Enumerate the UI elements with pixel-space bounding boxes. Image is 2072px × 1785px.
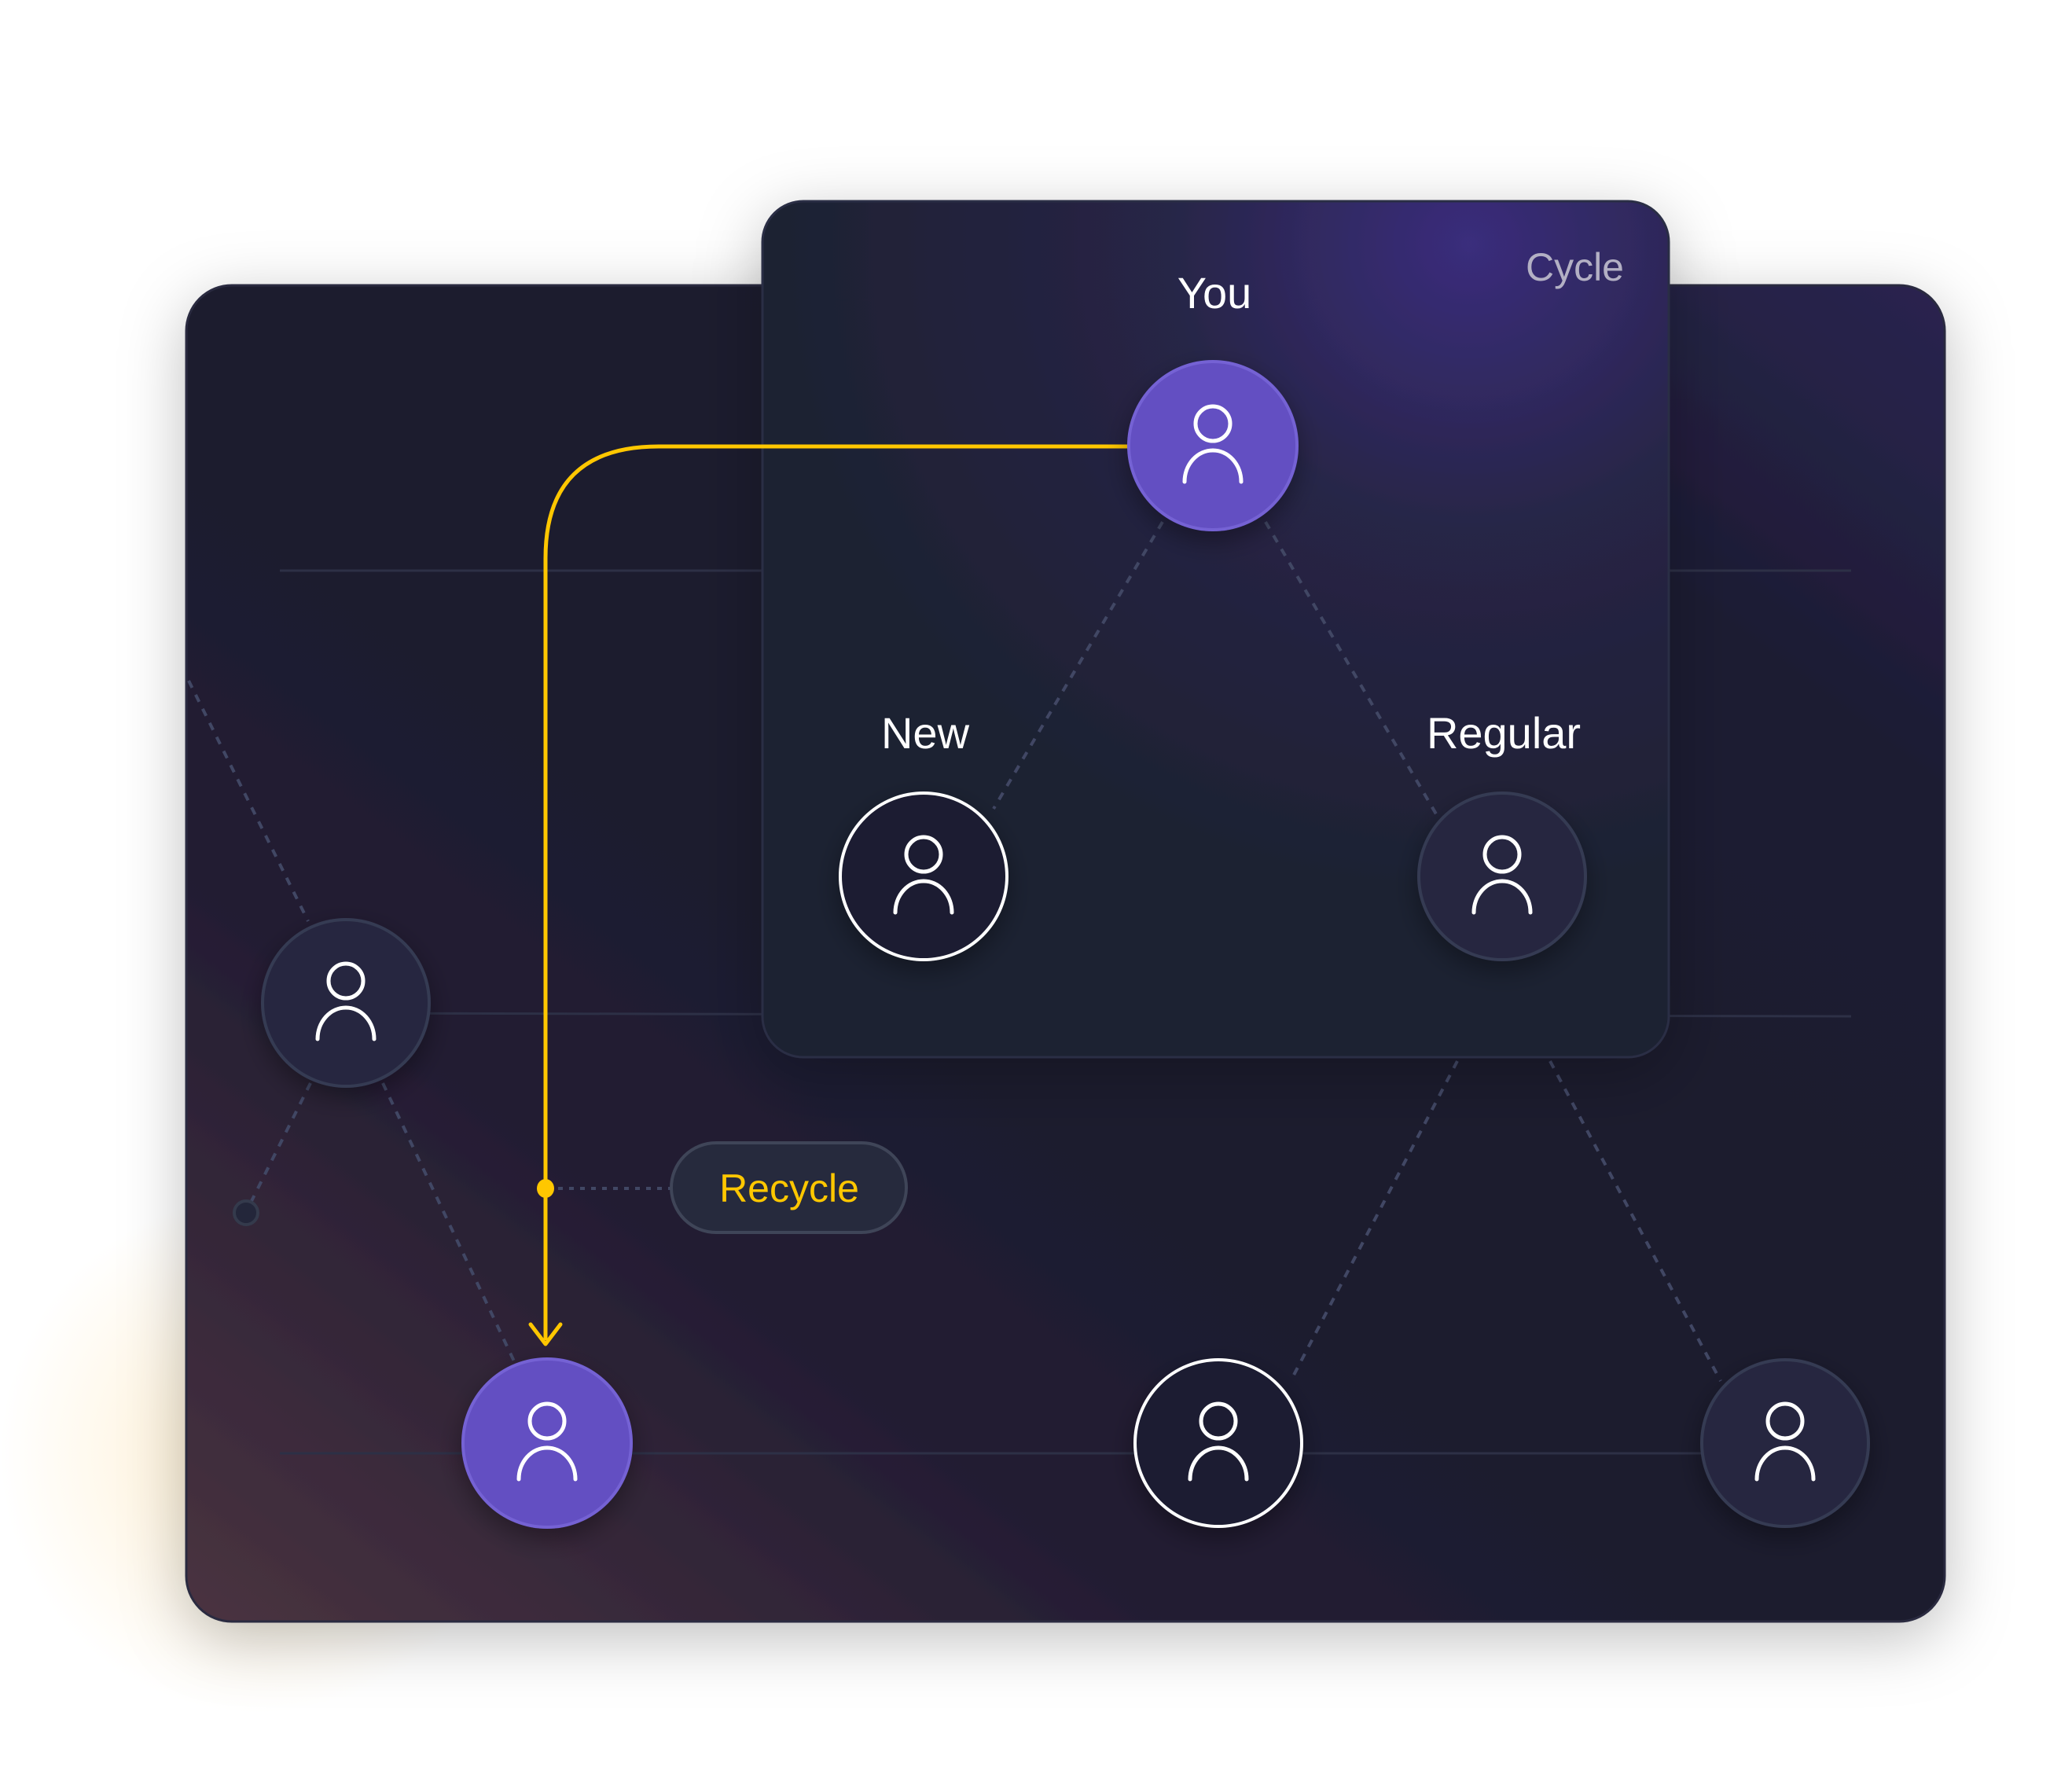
node-regular[interactable] [1417,791,1587,961]
node-bottom-primary[interactable] [461,1357,633,1529]
node-you[interactable] [1127,360,1299,531]
connector [1548,1060,1722,1382]
connector [381,1082,517,1365]
connector [249,1082,312,1203]
connector [1289,1060,1459,1382]
recycle-flow-line [543,444,1132,1340]
arrow-down-icon [528,1322,563,1346]
regular-label: Regular [1427,708,1581,758]
endpoint-dot [233,1199,259,1226]
flow-dot [537,1179,554,1198]
node-bottom-muted[interactable] [1700,1358,1870,1528]
you-label: You [1177,268,1252,318]
node-left[interactable] [261,918,431,1088]
recycle-label: Recycle [719,1166,859,1210]
node-bottom-outline[interactable] [1133,1358,1303,1528]
connector-you-regular [1264,520,1439,818]
connector [187,680,310,922]
node-new[interactable] [839,791,1008,961]
recycle-badge[interactable]: Recycle [670,1141,908,1234]
panel-title: Cycle [1526,245,1624,289]
new-label: New [881,708,970,758]
